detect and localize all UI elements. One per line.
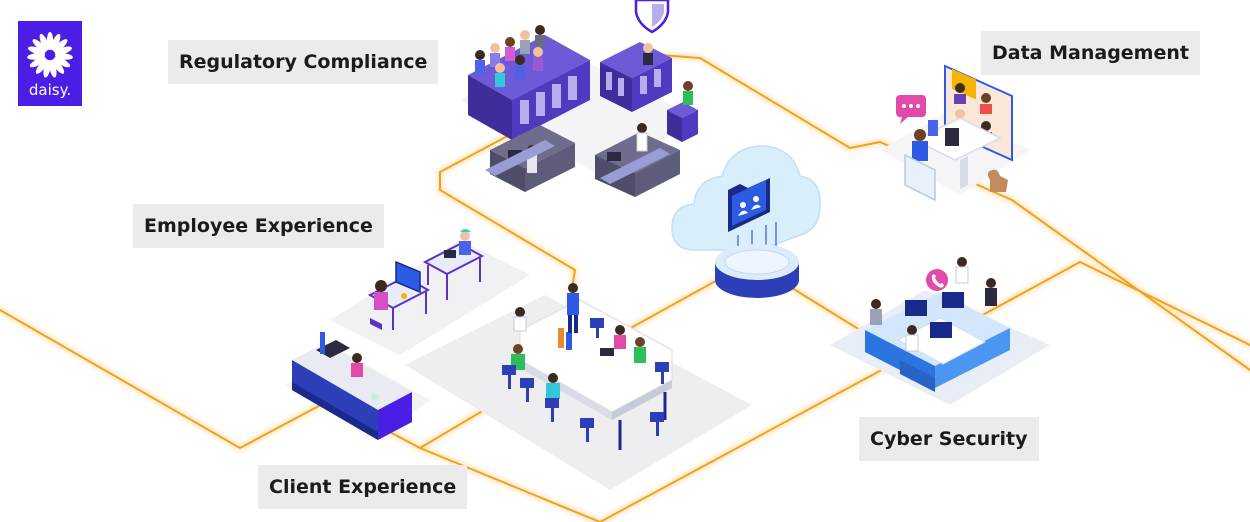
employee-experience-label: Employee Experience (133, 204, 384, 248)
daisy-flower-icon (27, 32, 73, 78)
cyber-security-label: Cyber Security (859, 417, 1039, 461)
courtroom-illustration (468, 25, 698, 197)
data-management-illustration (896, 64, 1013, 202)
folder-users-icon (728, 178, 770, 232)
reception-illustration (292, 332, 412, 440)
cloud-server-illustration (671, 145, 821, 298)
cyber-security-illustration (865, 257, 1010, 392)
meeting-room-illustration (502, 283, 673, 450)
employee-desks-illustration (367, 229, 485, 330)
regulatory-compliance-label: Regulatory Compliance (168, 40, 439, 84)
logo-wordmark: daisy. (28, 81, 72, 99)
daisy-logo: daisy. (18, 21, 82, 106)
shield-icon (634, 0, 670, 34)
data-management-label: Data Management (981, 31, 1200, 75)
client-experience-label: Client Experience (258, 465, 468, 509)
phone-icon (926, 269, 948, 291)
chat-bubble-icon (896, 95, 926, 124)
